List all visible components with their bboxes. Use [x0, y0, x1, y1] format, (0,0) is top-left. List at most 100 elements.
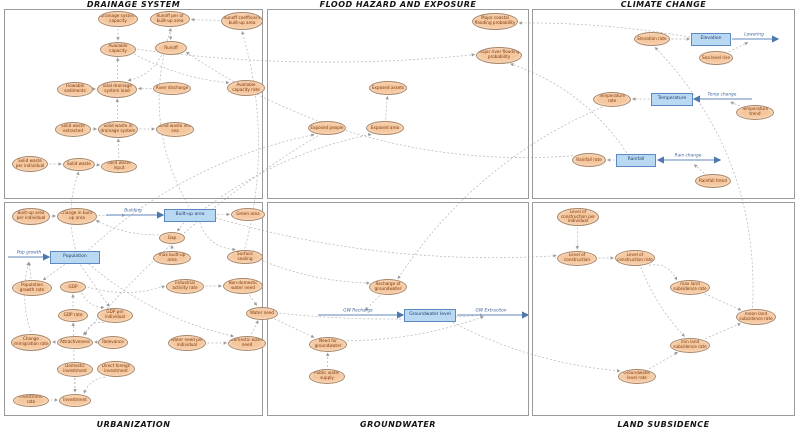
- variable-green-area[interactable]: Green area: [231, 207, 265, 221]
- panel-flood-hazard-and-exposure: [267, 9, 529, 199]
- variable-investment-rate[interactable]: Investment rate: [13, 393, 49, 407]
- panel-title-drainage-system: DRAINAGE SYSTEM: [86, 0, 181, 9]
- stock-elevation[interactable]: Elevation: [691, 32, 731, 46]
- variable-major-river-flooding-probability[interactable]: Major river flooding probability: [476, 46, 522, 64]
- variable-mean-land-subsidence-rate[interactable]: mean land subsidence rate: [736, 309, 776, 325]
- stock-rainfall[interactable]: Rainfall: [616, 153, 656, 167]
- variable-exposed-people[interactable]: Exposed people: [308, 121, 346, 135]
- edge-u4-s2: [215, 217, 557, 258]
- variable-temperature-rate[interactable]: Temperature rate: [593, 91, 631, 107]
- variable-direct-foreign-investment[interactable]: Direct foreign investment: [97, 361, 135, 377]
- variable-need-for-groundwater[interactable]: Need for groundwater: [309, 336, 347, 352]
- flow-label-rain-change[interactable]: Rain change: [674, 153, 702, 159]
- variable-gdp-rate[interactable]: GDP rate: [58, 308, 88, 322]
- edge-u10-f4: [88, 133, 315, 251]
- variable-rainfall-trend[interactable]: Rainfall trend: [695, 174, 731, 188]
- variable-solid-waste-per-individual[interactable]: Solid waste per individual: [12, 156, 48, 172]
- edge-s4-s5: [704, 293, 742, 311]
- variable-available-capacity-rate[interactable]: Available capacity rate: [227, 80, 265, 96]
- edge-s1-s2: [575, 227, 580, 250]
- variable-max-land-subsidence-rate[interactable]: max land subsidence rate: [670, 279, 710, 295]
- edge-d7-d4: [115, 57, 120, 80]
- variable-solid-waste-input[interactable]: Solid waste input: [101, 159, 137, 173]
- variable-river-discharge[interactable]: River discharge: [153, 81, 191, 95]
- flow-label-building[interactable]: Building: [124, 208, 142, 214]
- variable-total-drainage-system-load[interactable]: Total drainage system load: [97, 80, 137, 98]
- variable-groundwater-level-rate[interactable]: Groundwater level rate: [618, 368, 656, 384]
- panel-title-urbanization: URBANIZATION: [96, 420, 171, 429]
- variable-min-land-subsidence-rate[interactable]: min land subsidence rate: [670, 337, 710, 353]
- variable-domestic-water-need[interactable]: Domestic water need: [228, 335, 266, 351]
- flow-label-pop-growth[interactable]: Pop growth: [16, 250, 42, 256]
- variable-domestic-investment[interactable]: Domestic investment: [57, 361, 93, 377]
- variable-solid-waste-into-sea[interactable]: Solid waste into sea: [156, 121, 194, 137]
- variable-exposed-area[interactable]: Exposed area: [366, 121, 404, 135]
- variable-change-immigration-rate[interactable]: Change immigration rate: [11, 333, 51, 351]
- edge-d15-d11: [116, 138, 121, 159]
- variable-change-in-built-up-area[interactable]: Change in built-up area: [57, 207, 97, 225]
- edge-u23-u24: [249, 294, 257, 306]
- variable-gdp-per-individual[interactable]: GDP per individual: [97, 307, 133, 323]
- flow-label-gw-recharge[interactable]: GW Recharge: [343, 308, 373, 314]
- variable-non-domestic-water-need[interactable]: Non-domestic water need: [223, 278, 263, 294]
- edge-u4-u6: [177, 222, 185, 232]
- stock-temperature[interactable]: Temperature: [651, 92, 693, 106]
- variable-max-built-up-area[interactable]: max built-up area: [153, 251, 191, 265]
- panel-land-subsidence: [532, 202, 795, 416]
- variable-temperature-trend[interactable]: Temperature trend: [736, 104, 774, 120]
- edge-f4-u16: [83, 135, 319, 336]
- edge-g1-g2: [364, 295, 380, 311]
- flow-label-temp-change[interactable]: Temp change: [707, 92, 737, 98]
- flow-label-gw-extraction[interactable]: GW Extraction: [475, 308, 507, 314]
- panel-drainage-system: [4, 9, 263, 199]
- variable-runoff-per-of-built-up-area[interactable]: Runoff per of built-up area: [150, 11, 190, 27]
- variable-level-of-construction-rate[interactable]: Level of construction rate: [615, 250, 655, 266]
- flow-label-lowering[interactable]: Lowering: [744, 32, 764, 38]
- variable-available-capacity[interactable]: Available capacity: [100, 41, 136, 57]
- variable-gap[interactable]: Gap: [159, 232, 185, 244]
- edge-d4-d9: [134, 53, 230, 85]
- variable-gdp[interactable]: GDP: [60, 281, 86, 293]
- stock-groundwater-level[interactable]: Groundwater level: [404, 308, 456, 322]
- edge-c2-f1: [518, 21, 691, 38]
- edge-d3-d2: [190, 17, 220, 22]
- edge-u12-u14: [81, 292, 105, 310]
- edge-c10-f2: [509, 63, 627, 153]
- variable-attractiveness[interactable]: Attractiveness: [57, 335, 93, 349]
- variable-rainfall-rate[interactable]: Rainfall rate: [572, 153, 606, 167]
- variable-elevation-rate[interactable]: Elevation rate: [634, 32, 670, 46]
- variable-water-need-per-individual[interactable]: Water need per individual: [168, 335, 206, 351]
- edge-u10-u26: [88, 263, 235, 338]
- edge-s3-s4: [648, 264, 677, 281]
- variable-solid-waste-extracted[interactable]: Solid waste extracted: [55, 121, 91, 137]
- variable-exposed-assets[interactable]: Exposed assets: [369, 81, 407, 95]
- variable-built-up-area-per-individual[interactable]: Built-up area per individual: [12, 207, 50, 225]
- edge-c4-c3: [728, 42, 749, 53]
- variable-relevance[interactable]: Relevance: [98, 335, 128, 349]
- variable-investment[interactable]: Investment: [59, 393, 91, 407]
- edge-g5-g4: [347, 315, 484, 341]
- variable-solid-waste-in-drainage-system[interactable]: Solid waste in drainage system: [98, 120, 138, 138]
- variable-level-of-construction-per-individual[interactable]: Level of construction per individual: [557, 208, 599, 226]
- edge-u4-f5: [204, 133, 372, 209]
- stock-built-up-area[interactable]: Built-up area: [164, 208, 216, 222]
- variable-level-of-construction[interactable]: Level of construction: [557, 250, 597, 266]
- edge-d5-d7: [127, 54, 162, 82]
- variable-runoff[interactable]: Runoff: [155, 41, 187, 55]
- variable-surface-sealing[interactable]: Surface sealing: [227, 250, 263, 264]
- variable-runoff-coefficient-built-up-area[interactable]: Runoff coefficient built-up area: [221, 12, 263, 30]
- variable-flowable-sediments[interactable]: Flowable sediments: [57, 81, 93, 97]
- variable-major-coastal-flooding-probability[interactable]: Major coastal flooding probability: [472, 12, 518, 30]
- variable-water-need[interactable]: Water need: [246, 306, 278, 320]
- edge-s3-s6: [640, 267, 685, 337]
- variable-industrial-activity-rate[interactable]: Industrial activity rate: [166, 278, 204, 294]
- variable-public-water-supply[interactable]: Public water supply: [309, 368, 345, 384]
- variable-drainage-system-capacity[interactable]: Drainage system capacity: [98, 11, 138, 27]
- variable-recharge-of-groundwater[interactable]: Recharge of groundwater: [369, 279, 407, 295]
- variable-sea-level-rise[interactable]: Sea level rise: [699, 51, 733, 65]
- variable-solid-waste[interactable]: Solid waste: [63, 157, 95, 171]
- stock-population[interactable]: Population: [50, 250, 100, 264]
- panel-title-groundwater: GROUNDWATER: [360, 420, 436, 429]
- variable-population-growth-rate[interactable]: Population growth rate: [12, 280, 52, 296]
